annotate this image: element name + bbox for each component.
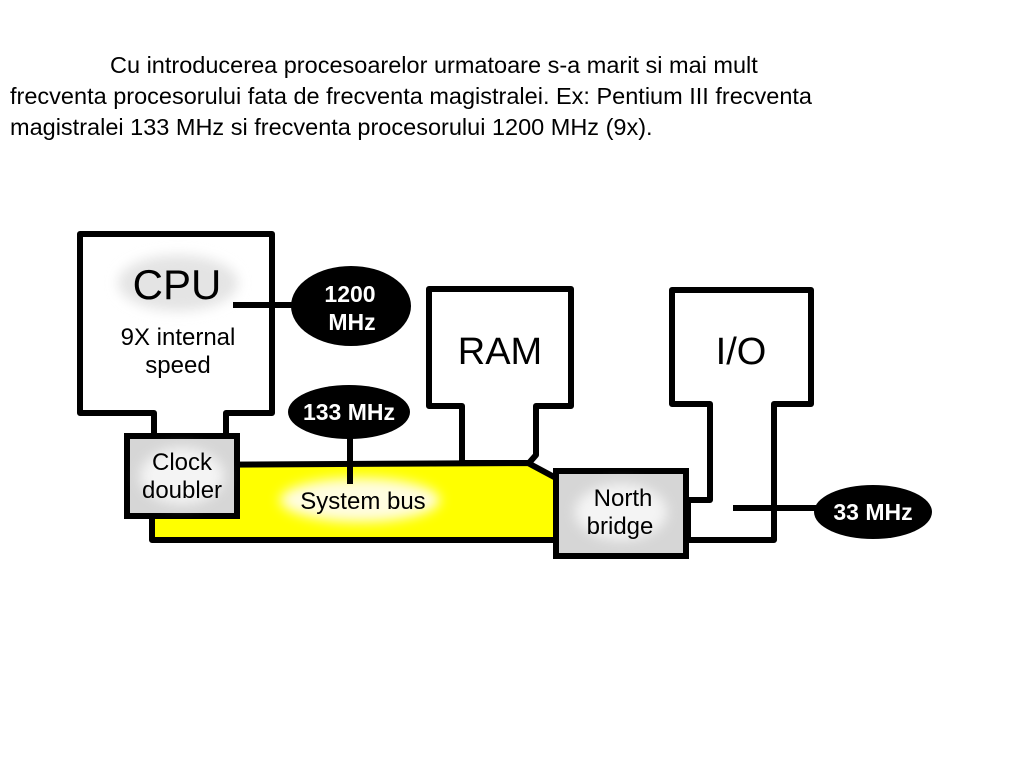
ram-label: RAM — [458, 331, 542, 373]
paragraph-line-1: Cu introducerea procesoarelor urmatoare … — [110, 52, 758, 78]
clock-doubler-line-1: Clock — [152, 449, 213, 476]
cpu-title: CPU — [133, 261, 222, 308]
io-label: I/O — [716, 331, 767, 373]
cpu-subtitle-1: 9X internal — [121, 324, 236, 351]
clock-doubler-line-2: doubler — [142, 477, 222, 504]
io-frequency-badge — [814, 485, 932, 539]
cpu-frequency-badge — [291, 266, 411, 346]
paragraph-line-3: magistralei 133 MHz si frecventa proceso… — [10, 114, 653, 140]
north-bridge-line-1: North — [594, 485, 653, 512]
io-frequency-label: 33 MHz — [833, 499, 912, 525]
description-paragraph: Cu introducerea procesoarelor urmatoare … — [10, 50, 1015, 143]
paragraph-line-2: frecventa procesorului fata de frecventa… — [10, 83, 812, 109]
system-bus-label: System bus — [300, 488, 425, 515]
cpu-frequency-line-1: 1200 — [324, 281, 375, 307]
north-bridge-line-2: bridge — [587, 513, 654, 540]
ram-box — [426, 286, 574, 466]
cpu-subtitle-2: speed — [145, 352, 210, 379]
bus-frequency-badge — [288, 385, 410, 439]
bus-frequency-label: 133 MHz — [303, 399, 395, 425]
io-box — [669, 287, 814, 543]
cpu-frequency-line-2: MHz — [328, 309, 375, 335]
